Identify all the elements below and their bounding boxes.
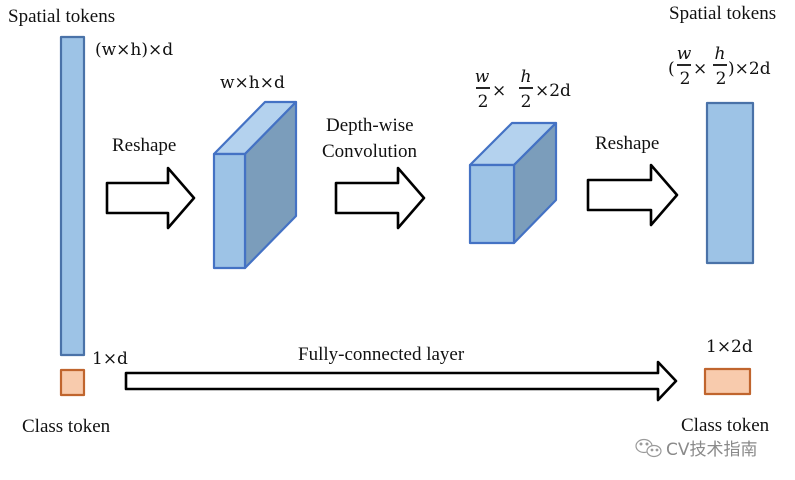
output-class-token (703, 367, 752, 396)
svg-text:2: 2 (716, 69, 727, 89)
output-tokens-dim: ( w 2 × h 2 )×2d (668, 44, 771, 89)
class-token-left-label: Class token (22, 416, 111, 437)
svg-text:2: 2 (680, 69, 691, 89)
svg-text:×: × (693, 59, 707, 79)
input-spatial-tokens (59, 35, 86, 357)
svg-text:(: ( (668, 59, 675, 79)
svg-text:w: w (677, 44, 692, 64)
watermark: CV技术指南 (635, 438, 758, 460)
class-token-in-dim: 1×d (92, 349, 128, 369)
svg-text:)×2d: )×2d (728, 59, 771, 79)
depthwise-conv-arrow (334, 166, 426, 230)
feature-map-front-face (212, 152, 247, 270)
depthwise-label-line2: Convolution (322, 141, 418, 162)
reshape-label-1: Reshape (112, 135, 176, 156)
class-token-right-label: Class token (681, 415, 770, 436)
watermark-text: CV技术指南 (666, 440, 758, 460)
conv-output-cube (468, 121, 558, 245)
svg-text:h: h (521, 67, 532, 87)
input-tokens-dim: (w×h)×d (95, 40, 173, 60)
class-token-out-dim: 1×2d (706, 337, 753, 357)
reshape-arrow-2 (586, 163, 679, 227)
spatial-tokens-right-label: Spatial tokens (669, 3, 776, 24)
svg-text:h: h (715, 44, 726, 64)
feature-map-dim: w×h×d (220, 73, 285, 93)
svg-text:2: 2 (478, 92, 489, 112)
svg-text:×2d: ×2d (535, 81, 571, 101)
svg-text:w: w (475, 67, 490, 87)
conv-output-front-face (468, 163, 516, 245)
svg-text:2: 2 (521, 92, 532, 112)
wechat-icon (635, 438, 662, 458)
conv-output-dim: w 2 × h 2 ×2d (475, 67, 571, 112)
reshape-label-2: Reshape (595, 133, 659, 154)
reshape-arrow-1 (105, 166, 196, 230)
output-spatial-tokens (705, 101, 755, 265)
depthwise-label-line1: Depth-wise (326, 115, 414, 136)
fully-connected-arrow (124, 360, 678, 402)
input-class-token (59, 368, 86, 397)
svg-text:×: × (492, 81, 506, 101)
feature-map-cube (212, 100, 298, 270)
fully-connected-label: Fully-connected layer (298, 344, 465, 365)
spatial-tokens-left-label: Spatial tokens (8, 6, 115, 27)
